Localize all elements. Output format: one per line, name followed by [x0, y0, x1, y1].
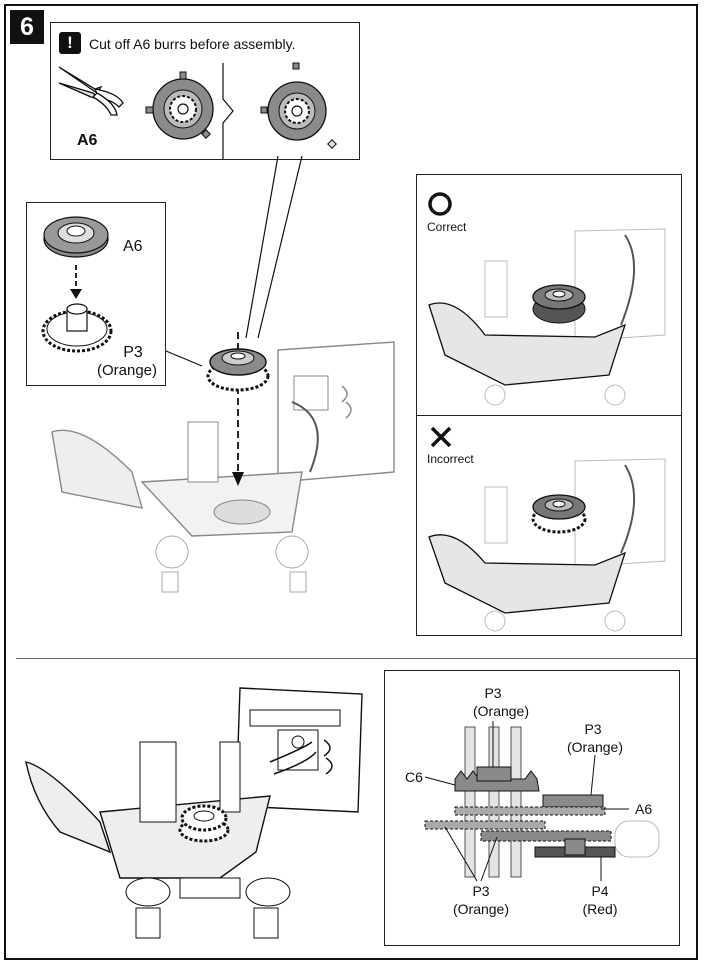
assembly-arrow — [70, 265, 82, 299]
a6-gear-burrs-removed — [260, 62, 337, 149]
label-p4-color: (Red) — [582, 901, 618, 917]
a6-gear-with-burrs — [145, 71, 214, 140]
incorrect-mark-icon — [430, 426, 452, 448]
correct-mark-icon — [428, 192, 452, 216]
label-c6: C6 — [405, 769, 423, 785]
detail-label-a6: A6 — [123, 238, 143, 255]
assembled-view-illustration — [25, 687, 363, 939]
label-p3-bottom: P3 — [472, 883, 490, 899]
label-p4: P4 — [591, 883, 609, 899]
detail-label-p3: P3 — [123, 344, 143, 361]
warning-caption: Cut off A6 burrs before assembly. — [89, 36, 296, 52]
burr-panel-part-label: A6 — [77, 132, 98, 149]
label-p3-right: P3 — [584, 721, 602, 737]
section-divider — [16, 658, 696, 659]
label-a6: A6 — [635, 801, 653, 817]
comparison-divider — [417, 415, 681, 416]
parts-detail-panel: A6 P3 (Orange) — [26, 202, 166, 386]
correct-example-illustration — [428, 228, 666, 406]
step-number-badge: 6 — [10, 10, 44, 44]
instruction-page: 6 ! Cut off A6 burrs before assembly. — [4, 4, 698, 960]
label-p3-top: P3 — [484, 685, 502, 701]
detail-label-p3-color: (Orange) — [96, 362, 158, 379]
label-p3-top-color: (Orange) — [472, 703, 530, 719]
correct-label: Correct — [427, 220, 467, 234]
comparison-panel: Correct Incorrect — [416, 174, 682, 636]
gear-train-diagram — [424, 721, 660, 882]
assembly-illustration-top — [51, 332, 395, 593]
exclamation-icon: ! — [59, 32, 81, 54]
p3-gear-small — [41, 303, 113, 353]
a6-gear-small — [43, 216, 109, 258]
label-p3-bottom-color: (Orange) — [452, 901, 510, 917]
divider-chevron — [222, 63, 234, 159]
gear-diagram-panel: P3 (Orange) P3 (Orange) C6 A6 P3 (Orange… — [384, 670, 680, 946]
nippers-icon — [58, 66, 124, 116]
label-p3-right-color: (Orange) — [566, 739, 624, 755]
incorrect-label: Incorrect — [427, 452, 474, 466]
incorrect-example-illustration — [428, 458, 666, 632]
burr-warning-panel: ! Cut off A6 burrs before assembly. — [50, 22, 360, 160]
